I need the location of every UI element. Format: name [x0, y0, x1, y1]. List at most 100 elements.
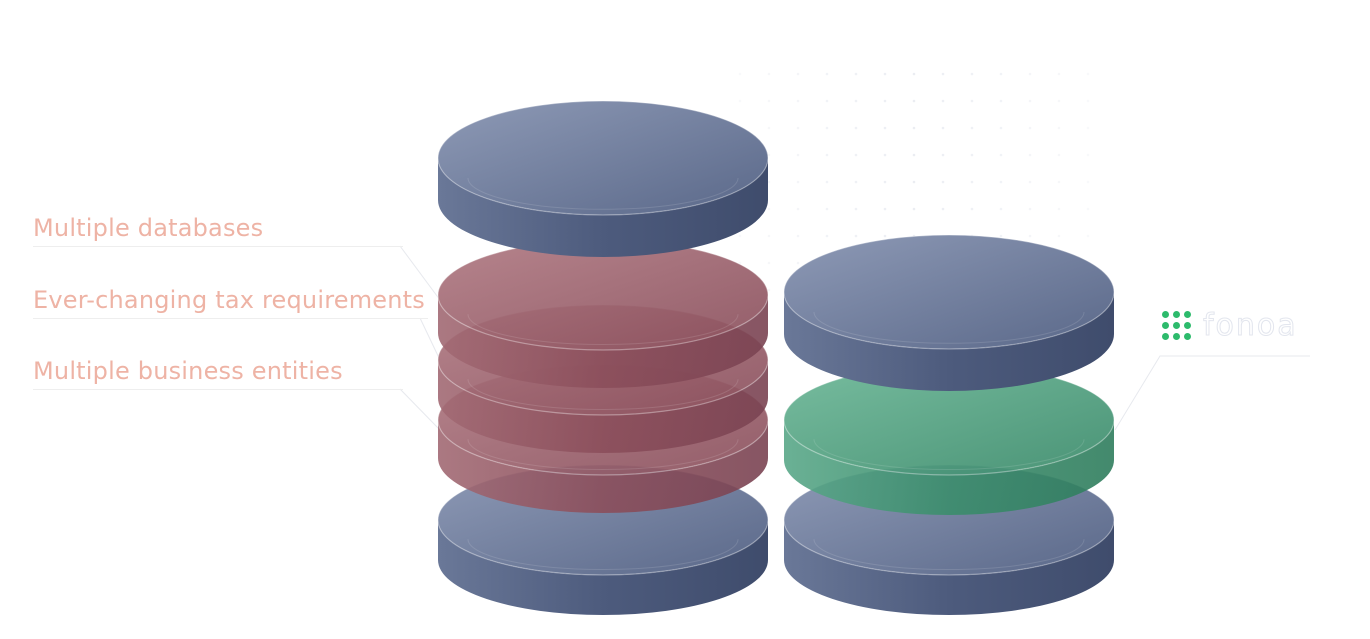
- grid-dot: [796, 72, 800, 76]
- grid-dot: [1057, 207, 1061, 211]
- grid-dot: [1028, 126, 1032, 130]
- connector-line-3: [399, 388, 441, 431]
- fonoa-brand: fonoa: [1162, 308, 1298, 344]
- grid-dot: [825, 180, 829, 184]
- grid-dot: [1086, 180, 1090, 184]
- grid-dot: [941, 207, 945, 211]
- grid-dot: [854, 99, 858, 103]
- grid-dot: [970, 126, 974, 130]
- grid-dot: [999, 99, 1003, 103]
- grid-dot: [1028, 99, 1032, 103]
- grid-dot: [796, 126, 800, 130]
- grid-dot: [999, 207, 1003, 211]
- grid-dot: [825, 126, 829, 130]
- label-multiple-business-entities: Multiple business entities: [33, 357, 343, 385]
- grid-dot: [854, 126, 858, 130]
- grid-dot: [738, 99, 742, 103]
- grid-dot: [912, 99, 916, 103]
- right-green-disc-side: [784, 420, 1114, 515]
- grid-dot: [999, 180, 1003, 184]
- grid-dot: [767, 126, 771, 130]
- grid-dot: [825, 207, 829, 211]
- grid-dot: [796, 153, 800, 157]
- grid-dot: [1086, 207, 1090, 211]
- grid-dot: [854, 207, 858, 211]
- grid-dot: [767, 99, 771, 103]
- connector-lines: [399, 245, 1310, 431]
- grid-dot: [1086, 99, 1090, 103]
- grid-dot: [1028, 72, 1032, 76]
- grid-dot: [1057, 99, 1061, 103]
- grid-dot: [767, 72, 771, 76]
- grid-dot: [796, 180, 800, 184]
- left-red-disc-1-side: [438, 295, 768, 388]
- grid-dot: [767, 234, 771, 238]
- connector-line-1: [399, 245, 441, 301]
- grid-dot: [941, 180, 945, 184]
- grid-dot: [999, 72, 1003, 76]
- grid-dot: [883, 153, 887, 157]
- grid-dot: [1057, 180, 1061, 184]
- connector-line-2: [419, 317, 441, 361]
- right-top-disc: [783, 234, 1115, 391]
- right-top-disc-side: [784, 292, 1114, 391]
- grid-dot: [854, 180, 858, 184]
- brand-name: fonoa: [1203, 308, 1298, 344]
- grid-dot: [941, 126, 945, 130]
- left-red-disc-3-side: [438, 420, 768, 513]
- grid-dot: [1057, 153, 1061, 157]
- grid-dot: [970, 72, 974, 76]
- grid-dot: [825, 234, 829, 238]
- left-red-disc-2-highlight: [467, 379, 739, 410]
- grid-dot: [1086, 72, 1090, 76]
- right-green-disc-highlight: [813, 439, 1085, 470]
- grid-dot: [999, 234, 1003, 238]
- grid-dot: [854, 72, 858, 76]
- grid-dot: [999, 153, 1003, 157]
- grid-dot: [970, 99, 974, 103]
- right-base-disc-side: [784, 520, 1114, 615]
- grid-dot: [912, 207, 916, 211]
- grid-dot: [1086, 153, 1090, 157]
- grid-dot: [796, 234, 800, 238]
- left-top-disc: [437, 100, 769, 257]
- grid-dot: [854, 234, 858, 238]
- database-stack-left: [437, 100, 769, 615]
- grid-dot: [1028, 234, 1032, 238]
- grid-dot: [1086, 126, 1090, 130]
- grid-dot: [883, 126, 887, 130]
- left-base-disc-side: [438, 520, 768, 615]
- grid-dot: [883, 72, 887, 76]
- grid-dot: [912, 180, 916, 184]
- grid-dot: [738, 234, 742, 238]
- grid-dot: [970, 207, 974, 211]
- grid-dot: [796, 99, 800, 103]
- left-red-disc-1-highlight: [467, 314, 739, 345]
- left-top-disc-highlight: [467, 177, 739, 210]
- grid-dot: [738, 261, 742, 265]
- grid-dot: [941, 99, 945, 103]
- grid-dot: [1028, 180, 1032, 184]
- grid-dot: [970, 180, 974, 184]
- grid-dot: [941, 153, 945, 157]
- label-multiple-databases: Multiple databases: [33, 214, 264, 242]
- grid-dot: [1057, 234, 1061, 238]
- left-top-disc-side: [438, 158, 768, 257]
- grid-dot: [825, 153, 829, 157]
- left-top-disc-top: [437, 100, 769, 216]
- grid-dot: [796, 207, 800, 211]
- right-top-disc-highlight: [813, 311, 1085, 344]
- grid-dot: [767, 288, 771, 292]
- connector-line-brand: [1114, 355, 1310, 431]
- grid-dot: [1028, 153, 1032, 157]
- grid-dot: [970, 153, 974, 157]
- left-red-disc-2-side: [438, 360, 768, 453]
- grid-dot: [883, 207, 887, 211]
- grid-dot: [883, 99, 887, 103]
- left-base-disc-highlight: [467, 539, 739, 570]
- grid-dot: [767, 261, 771, 265]
- fonoa-dots-logo-icon: [1162, 311, 1191, 340]
- grid-dot: [912, 153, 916, 157]
- label-underline-2: [33, 318, 428, 319]
